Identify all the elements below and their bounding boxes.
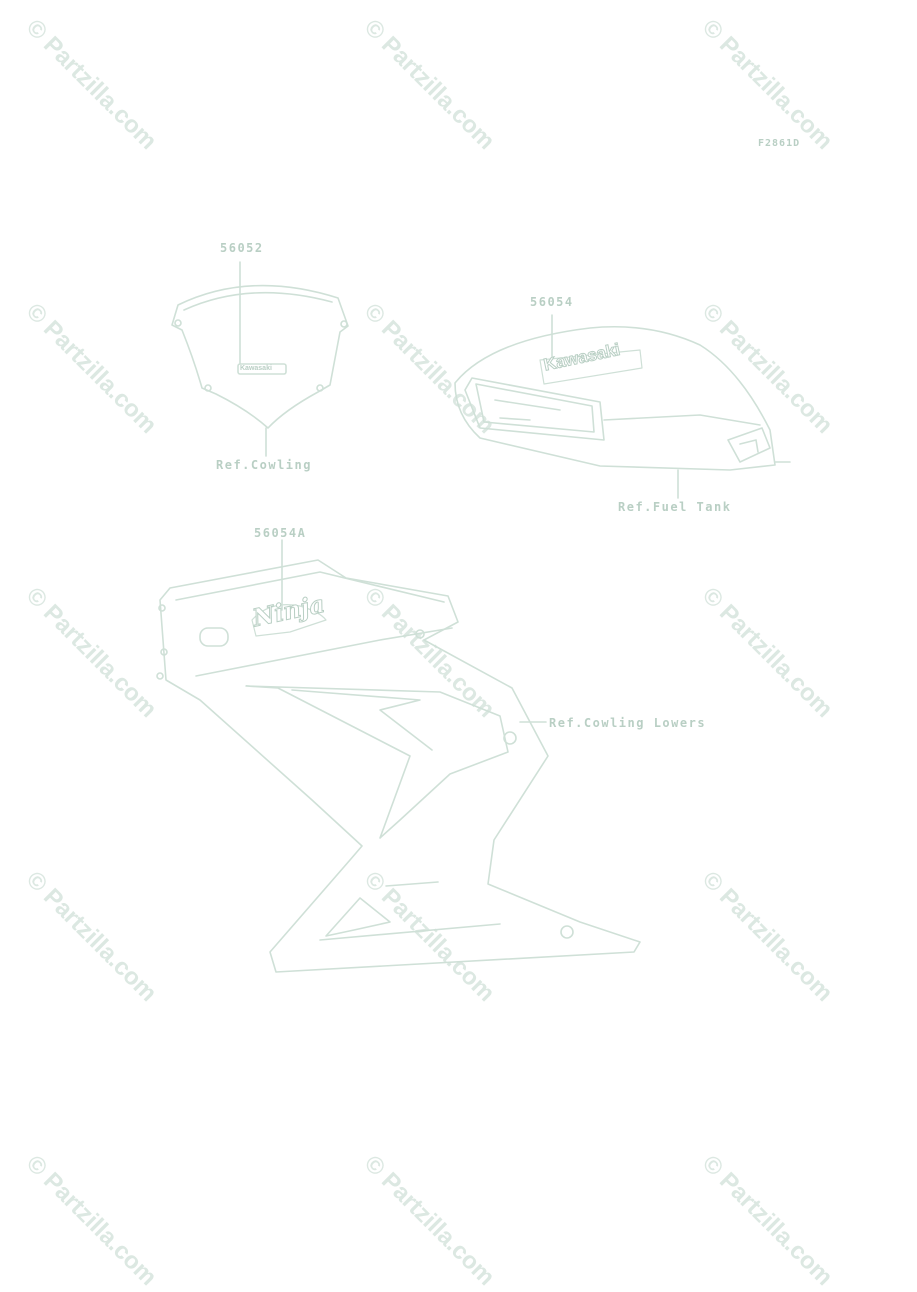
windshield-logo: Kawasaki xyxy=(240,365,272,372)
part-number-56054a[interactable]: 56054A xyxy=(254,526,307,540)
windshield-part xyxy=(171,261,349,457)
part-number-56052[interactable]: 56052 xyxy=(220,241,264,255)
figure-code: F2861D xyxy=(758,138,801,149)
ref-cowling-lowers-label: Ref.Cowling Lowers xyxy=(549,716,707,730)
ref-fuel-tank-label: Ref.Fuel Tank xyxy=(618,500,732,514)
parts-diagram xyxy=(156,261,791,973)
side-cowl-part xyxy=(156,539,641,973)
fuel-tank-part xyxy=(454,314,791,499)
part-number-56054[interactable]: 56054 xyxy=(530,295,574,309)
ref-cowling-label: Ref.Cowling xyxy=(216,458,312,472)
